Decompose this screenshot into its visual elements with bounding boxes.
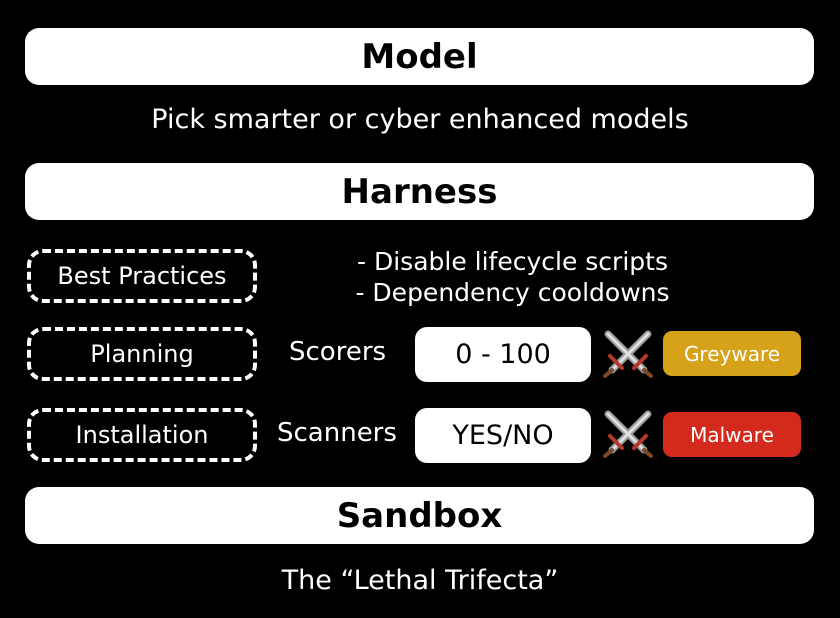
- best-practices-box: Best Practices: [27, 249, 257, 303]
- greyware-label: Greyware: [683, 341, 781, 366]
- scanner-result-box: YES/NO: [415, 408, 591, 463]
- malware-label: Malware: [690, 422, 774, 447]
- best-practices-note: - Dependency cooldowns: [355, 278, 670, 307]
- scorers-label: Scorers: [289, 337, 387, 367]
- sandbox-title: Sandbox: [336, 495, 503, 536]
- best-practices-label: Best Practices: [57, 262, 227, 290]
- sandbox-caption: The “Lethal Trifecta”: [281, 565, 559, 596]
- scanner-result-value: YES/NO: [452, 420, 554, 451]
- greyware-badge: Greyware: [663, 331, 801, 376]
- crossed-swords-icon: [603, 330, 653, 378]
- model-title: Model: [361, 36, 478, 77]
- sandbox-bar: Sandbox: [25, 487, 814, 544]
- best-practices-note: - Disable lifecycle scripts: [357, 247, 668, 276]
- planning-box: Planning: [27, 327, 257, 381]
- best-practices-notes: - Disable lifecycle scripts - Dependency…: [300, 246, 725, 308]
- installation-box: Installation: [27, 408, 257, 462]
- model-caption: Pick smarter or cyber enhanced models: [151, 104, 689, 135]
- scanners-label: Scanners: [277, 418, 397, 448]
- harness-title: Harness: [341, 171, 498, 212]
- installation-label: Installation: [75, 421, 209, 449]
- malware-badge: Malware: [663, 412, 801, 457]
- scorer-range-value: 0 - 100: [455, 339, 551, 370]
- crossed-swords-icon: [603, 410, 653, 458]
- scorer-range-box: 0 - 100: [415, 327, 591, 382]
- model-bar: Model: [25, 28, 814, 85]
- planning-label: Planning: [90, 340, 194, 368]
- harness-bar: Harness: [25, 163, 814, 220]
